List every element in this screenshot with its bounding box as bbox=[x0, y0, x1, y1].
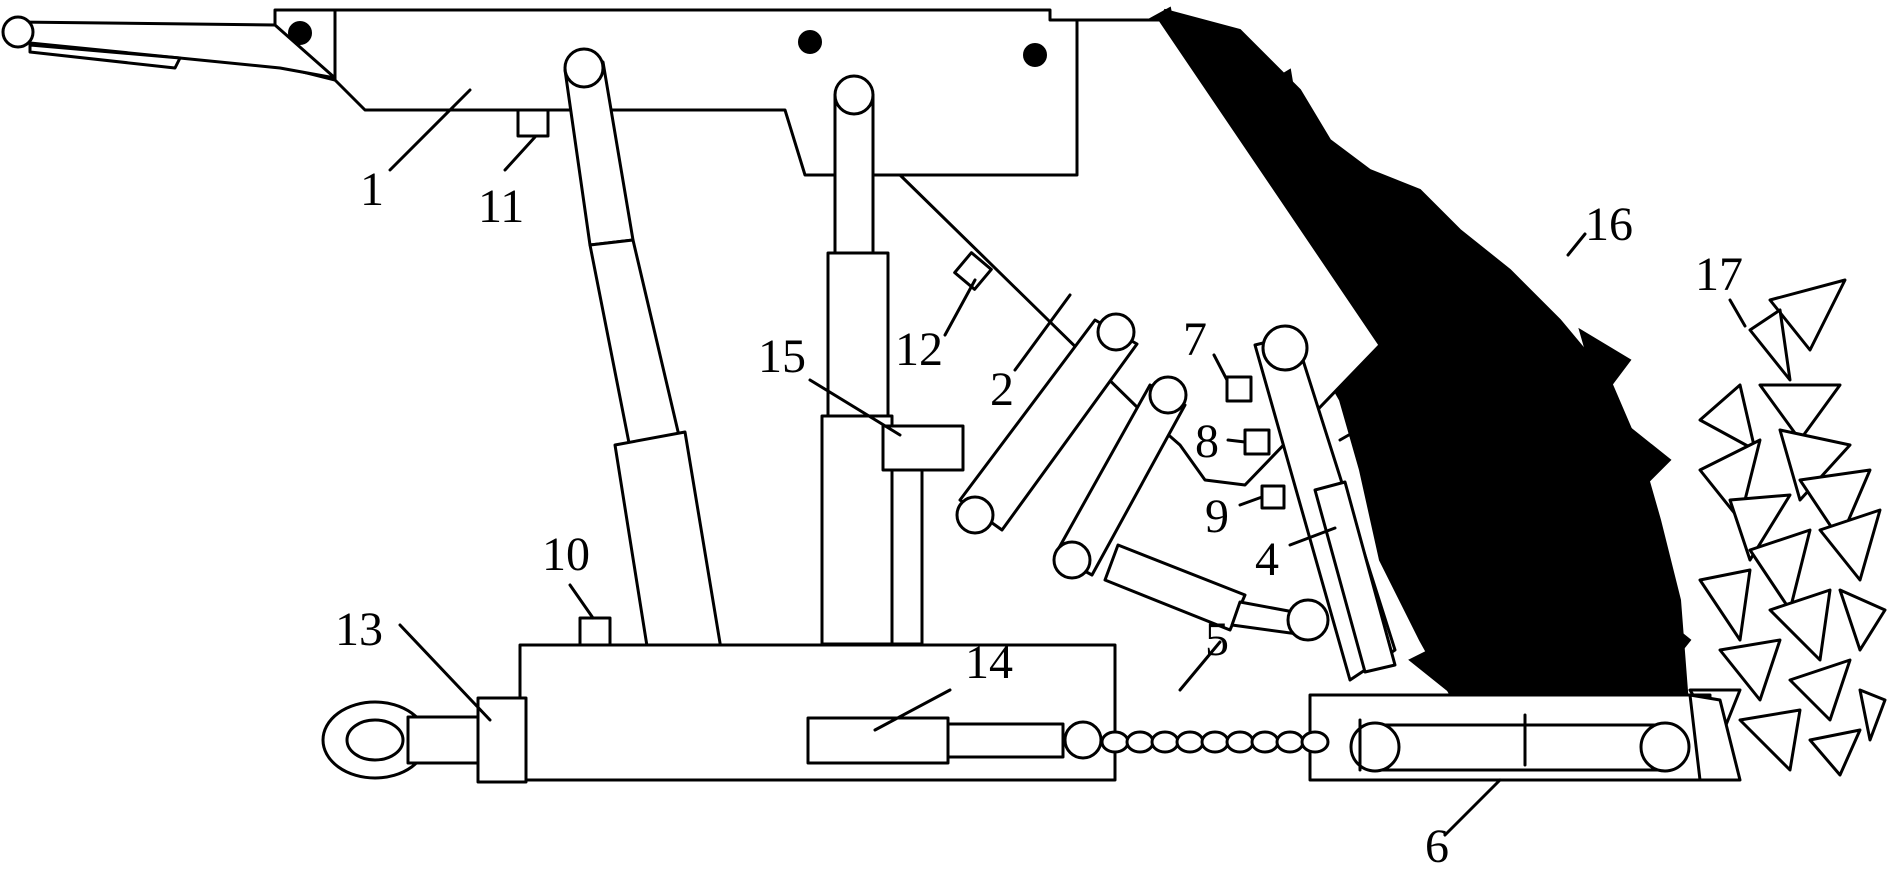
chain-5 bbox=[1100, 730, 1330, 754]
label-3: 3 bbox=[1360, 378, 1384, 431]
label-9: 9 bbox=[1205, 490, 1229, 543]
broken-rock bbox=[1688, 278, 1887, 777]
label-6: 6 bbox=[1425, 820, 1449, 873]
label-8: 8 bbox=[1195, 415, 1219, 468]
label-15: 15 bbox=[758, 330, 806, 383]
top-canopy bbox=[1, 8, 1162, 177]
four-bar-linkage bbox=[955, 312, 1188, 580]
leader-lines bbox=[388, 88, 1747, 837]
label-4: 4 bbox=[1255, 533, 1279, 586]
jack-4 bbox=[1103, 543, 1330, 642]
callouts: 1 11 12 2 15 7 8 9 3 4 5 6 10 13 14 16 1… bbox=[335, 163, 1743, 873]
label-10: 10 bbox=[542, 528, 590, 581]
label-13: 13 bbox=[335, 603, 383, 656]
label-17: 17 bbox=[1695, 248, 1743, 301]
hitch-13 bbox=[321, 696, 528, 784]
label-1: 1 bbox=[360, 163, 384, 216]
label-5: 5 bbox=[1205, 613, 1229, 666]
label-12: 12 bbox=[895, 323, 943, 376]
shield-beam bbox=[898, 18, 1382, 487]
base bbox=[518, 616, 1117, 782]
label-14: 14 bbox=[965, 636, 1013, 689]
sensor-7 bbox=[1225, 375, 1253, 403]
rear-leg-cylinder bbox=[563, 47, 724, 667]
sensor-12 bbox=[953, 251, 993, 291]
label-7: 7 bbox=[1183, 313, 1207, 366]
label-16: 16 bbox=[1585, 198, 1633, 251]
front-leg-cylinder bbox=[820, 74, 924, 646]
sensor-9 bbox=[1260, 484, 1286, 510]
label-2: 2 bbox=[990, 363, 1014, 416]
label-11: 11 bbox=[478, 180, 524, 233]
sensor-8 bbox=[1243, 428, 1271, 456]
scraper-conveyor bbox=[1308, 693, 1742, 782]
sensor-11 bbox=[516, 108, 550, 138]
